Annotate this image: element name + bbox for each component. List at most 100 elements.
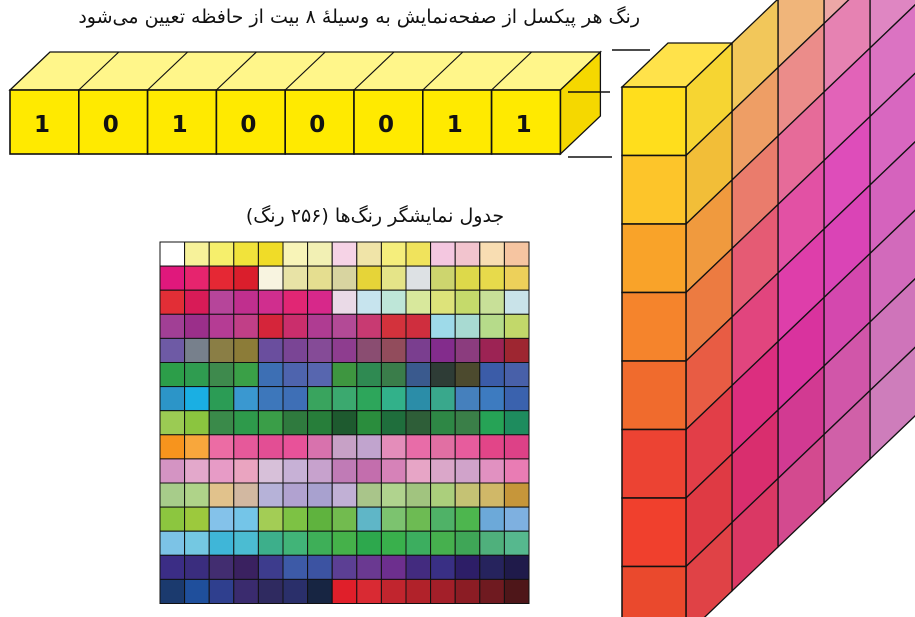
palette-swatch [455, 459, 480, 483]
cube-front-cell [622, 87, 686, 156]
palette-swatch [234, 579, 259, 603]
bit-value: 1 [172, 112, 188, 138]
pixel-cube [622, 0, 915, 617]
palette-swatch [258, 579, 283, 603]
palette-swatch [480, 266, 505, 290]
palette-swatch [406, 387, 431, 411]
palette-swatch [185, 242, 210, 266]
palette-swatch [480, 338, 505, 362]
palette-swatch [308, 363, 333, 387]
palette-swatch [381, 314, 406, 338]
palette-swatch [406, 266, 431, 290]
palette-swatch [234, 338, 259, 362]
palette-swatch [160, 314, 185, 338]
palette-swatch [209, 435, 234, 459]
palette-swatch [455, 435, 480, 459]
palette-swatch [209, 555, 234, 579]
palette-swatch [308, 579, 333, 603]
palette-swatch [258, 459, 283, 483]
palette-swatch [406, 435, 431, 459]
palette-swatch [406, 242, 431, 266]
palette-swatch [160, 290, 185, 314]
palette-swatch [431, 435, 456, 459]
palette-swatch [455, 411, 480, 435]
palette-swatch [431, 579, 456, 603]
palette-swatch [455, 363, 480, 387]
palette-swatch [480, 483, 505, 507]
palette-swatch [234, 459, 259, 483]
palette-swatch [357, 483, 382, 507]
palette-swatch [234, 242, 259, 266]
palette-swatch [332, 266, 357, 290]
palette-swatch [209, 290, 234, 314]
palette-swatch [406, 531, 431, 555]
palette-swatch [258, 266, 283, 290]
palette-swatch [480, 579, 505, 603]
palette-swatch [357, 314, 382, 338]
palette-swatch [209, 459, 234, 483]
palette-swatch [431, 363, 456, 387]
palette-swatch [332, 363, 357, 387]
palette-swatch [431, 483, 456, 507]
palette-swatch [455, 266, 480, 290]
palette-swatch [209, 242, 234, 266]
palette-swatch [160, 459, 185, 483]
palette-swatch [381, 266, 406, 290]
palette-swatch [185, 531, 210, 555]
palette-swatch [406, 507, 431, 531]
palette-swatch [258, 483, 283, 507]
bit-value: 0 [378, 112, 394, 138]
bit-value: 0 [240, 112, 256, 138]
palette-swatch [283, 290, 308, 314]
palette-swatch [480, 459, 505, 483]
palette-swatch [283, 363, 308, 387]
cube-front-cell [622, 224, 686, 293]
palette-swatch [258, 507, 283, 531]
palette-swatch [308, 387, 333, 411]
palette-swatch [431, 459, 456, 483]
palette-swatch [234, 411, 259, 435]
palette-swatch [332, 387, 357, 411]
palette-swatch [504, 338, 529, 362]
palette-swatch [234, 507, 259, 531]
palette-swatch [258, 387, 283, 411]
bit-value: 0 [309, 112, 325, 138]
palette-swatch [381, 387, 406, 411]
palette-swatch [209, 363, 234, 387]
palette-swatch [160, 579, 185, 603]
palette-swatch [308, 531, 333, 555]
palette-swatch [308, 459, 333, 483]
palette-swatch [258, 411, 283, 435]
palette-swatch [357, 411, 382, 435]
palette-swatch [455, 531, 480, 555]
palette-swatch [332, 242, 357, 266]
palette-swatch [209, 531, 234, 555]
palette-swatch [308, 555, 333, 579]
palette-swatch [332, 290, 357, 314]
palette-swatch [504, 314, 529, 338]
palette-swatch [185, 507, 210, 531]
palette-swatch [504, 507, 529, 531]
palette-swatch [455, 555, 480, 579]
palette-swatch [406, 411, 431, 435]
palette-swatch [431, 242, 456, 266]
palette-swatch [381, 435, 406, 459]
palette-swatch [381, 507, 406, 531]
palette-swatch [480, 314, 505, 338]
palette-swatch [209, 483, 234, 507]
palette-swatch [160, 507, 185, 531]
palette-swatch [308, 242, 333, 266]
palette-swatch [480, 242, 505, 266]
palette-swatch [308, 338, 333, 362]
palette-swatch [258, 363, 283, 387]
palette-swatch [308, 483, 333, 507]
palette-swatch [480, 363, 505, 387]
palette-swatch [357, 579, 382, 603]
palette-swatch [160, 411, 185, 435]
palette-swatch [258, 435, 283, 459]
palette-swatch [185, 363, 210, 387]
palette-swatch [480, 387, 505, 411]
palette-swatch [185, 411, 210, 435]
palette-swatch [357, 435, 382, 459]
